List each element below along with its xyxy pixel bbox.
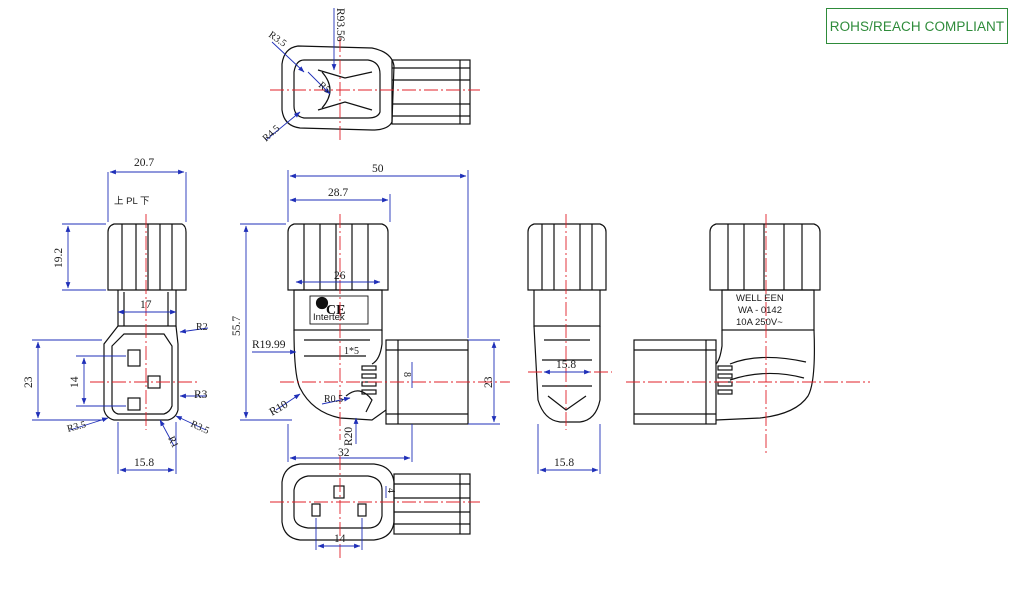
bottom-view: 14 4 — [270, 456, 480, 560]
dim-r2: R2 — [196, 322, 208, 333]
dim-r20: R20 — [343, 427, 355, 446]
left-view: 20.7 19.2 17 R2 23 14 R3 R3.5 R1 R3.5 15… — [23, 157, 211, 474]
intertek-label: Intertek — [313, 312, 345, 323]
dim-15-8-side-inner: 15.8 — [556, 359, 576, 371]
rear-marking-brand: WELL EEN — [736, 293, 784, 304]
pl-marking: 上 PL 下 — [114, 196, 150, 207]
dim-32: 32 — [338, 447, 350, 459]
dim-15-8-side: 15.8 — [554, 457, 574, 469]
dim-20-7: 20.7 — [134, 157, 154, 169]
rear-marking-rating: 10A 250V~ — [736, 317, 783, 328]
dim-19-2: 19.2 — [53, 248, 65, 268]
dim-8: 8 — [401, 372, 412, 377]
dim-1x5: 1*5 — [344, 346, 359, 357]
front-view: CE Intertek 50 28.7 26 55.7 R1 — [231, 163, 510, 462]
side-view: 15.8 15.8 — [527, 214, 612, 474]
dim-14-bottom: 14 — [334, 533, 346, 545]
dim-28-7: 28.7 — [328, 187, 348, 199]
dim-r3: R3 — [194, 389, 208, 401]
dim-r4-5: R4.5 — [261, 123, 283, 144]
dim-50: 50 — [372, 163, 384, 175]
dim-r1: R1 — [165, 435, 180, 450]
dim-r0-5: R0.5 — [324, 394, 343, 405]
rear-view: WELL EEN WA - 0142 10A 250V~ — [626, 214, 870, 456]
dim-26: 26 — [334, 270, 346, 282]
ce-mark: CE — [326, 303, 345, 318]
dim-55-7: 55.7 — [231, 316, 243, 336]
rohs-reach-badge: ROHS/REACH COMPLIANT — [826, 8, 1008, 44]
dim-17: 17 — [140, 299, 152, 311]
rohs-reach-text: ROHS/REACH COMPLIANT — [829, 18, 1005, 34]
rear-marking-model: WA - 0142 — [738, 305, 782, 316]
dim-r19-99: R19.99 — [252, 339, 286, 351]
dim-r93-56: R93.56 — [334, 8, 346, 42]
dim-15-8-left: 15.8 — [134, 457, 154, 469]
dim-23-front: 23 — [483, 376, 495, 388]
dim-4: 4 — [385, 488, 396, 493]
dim-14-left: 14 — [69, 376, 81, 388]
dim-23-left: 23 — [23, 376, 35, 388]
dim-r10: R10 — [268, 398, 291, 418]
top-view: R93.56 R3.5 R5 R4.5 — [261, 8, 480, 144]
dim-r3-5-left: R3.5 — [66, 419, 87, 435]
dim-r3-5-right: R3.5 — [189, 419, 211, 437]
